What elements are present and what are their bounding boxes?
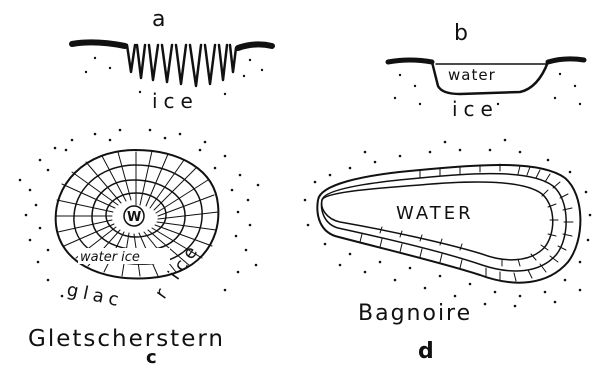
panel-b: b water ice bbox=[388, 21, 584, 121]
panel-b-ground-right bbox=[548, 59, 584, 62]
panel-b-letter: b bbox=[454, 21, 468, 46]
panel-b-water-label: water bbox=[448, 66, 496, 84]
panel-c-glacier-left: glac bbox=[65, 279, 125, 311]
panel-b-ice-label: ice bbox=[452, 97, 499, 121]
panel-d: WATER Bagnoire d bbox=[304, 139, 592, 364]
panel-c-name: Gletscherstern bbox=[28, 326, 225, 352]
panel-a-ground-right bbox=[238, 44, 272, 48]
panel-b-ground-left bbox=[388, 60, 432, 62]
panel-a-letter: a bbox=[152, 7, 165, 32]
panel-a: a ice bbox=[72, 7, 272, 113]
panel-d-name: Bagnoire bbox=[358, 301, 472, 326]
panel-d-letter: d bbox=[418, 339, 434, 364]
panel-a-ice-label: ice bbox=[152, 89, 199, 113]
panel-c-water-ice-label: water ice bbox=[80, 250, 140, 265]
panel-c-letter: c bbox=[146, 347, 157, 365]
panel-c: W water ice glac r ice Gletscherstern c bbox=[19, 129, 260, 365]
panel-c-center-label: W bbox=[127, 210, 141, 225]
panel-d-water-label: WATER bbox=[396, 203, 474, 224]
panel-a-ice-cracks bbox=[127, 45, 236, 86]
panel-a-ground-left bbox=[72, 42, 125, 46]
